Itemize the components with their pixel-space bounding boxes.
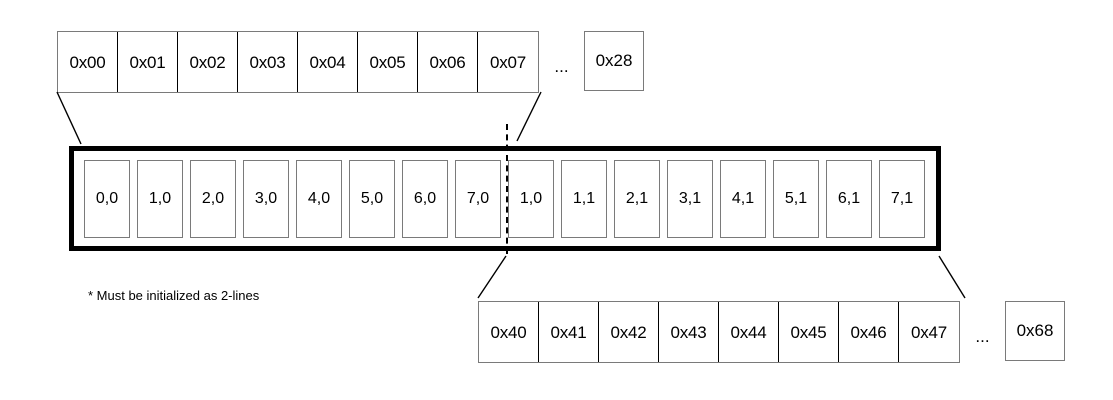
- word-cell: 1,1: [561, 159, 607, 238]
- address-cell: 0x05: [358, 32, 418, 92]
- address-cell: 0x46: [839, 302, 899, 362]
- word-cell: 0,0: [84, 159, 130, 238]
- word-cell: 7,0: [455, 159, 501, 238]
- word-cell: 2,1: [614, 159, 660, 238]
- bottom-address-strip: 0x40 0x41 0x42 0x43 0x44 0x45 0x46 0x47 …: [478, 301, 1065, 363]
- footnote-text: * Must be initialized as 2-lines: [88, 288, 260, 303]
- line-split-dashed-marker: [506, 124, 508, 254]
- word-cell: 5,1: [773, 159, 819, 238]
- address-ellipsis: ...: [554, 57, 569, 76]
- word-cell: 2,0: [190, 159, 236, 238]
- word-cell: 1,0: [137, 159, 183, 238]
- bottom-address-group: 0x40 0x41 0x42 0x43 0x44 0x45 0x46 0x47: [478, 301, 960, 363]
- word-cell: 4,0: [296, 159, 342, 238]
- address-cell: 0x00: [58, 32, 118, 92]
- word-cell: 3,1: [667, 159, 713, 238]
- top-address-group: 0x00 0x01 0x02 0x03 0x04 0x05 0x06 0x07: [57, 31, 539, 93]
- address-cell: 0x07: [478, 32, 538, 92]
- word-cell: 6,1: [826, 159, 872, 238]
- word-cell: 5,0: [349, 159, 395, 238]
- cache-line-cells: 0,0 1,0 2,0 3,0 4,0 5,0 6,0 7,0 1,0 1,1 …: [74, 151, 936, 246]
- address-cell: 0x41: [539, 302, 599, 362]
- top-address-strip: 0x00 0x01 0x02 0x03 0x04 0x05 0x06 0x07 …: [57, 31, 644, 93]
- address-cell: 0x01: [118, 32, 178, 92]
- address-cell: 0x44: [719, 302, 779, 362]
- address-ellipsis: ...: [975, 327, 990, 346]
- address-cell: 0x40: [479, 302, 539, 362]
- address-cell: 0x47: [899, 302, 959, 362]
- address-cell: 0x42: [599, 302, 659, 362]
- word-cell: 3,0: [243, 159, 289, 238]
- word-cell: 4,1: [720, 159, 766, 238]
- address-cell: 0x03: [238, 32, 298, 92]
- address-cell: 0x45: [779, 302, 839, 362]
- word-cell: 7,1: [879, 159, 925, 238]
- address-cell: 0x02: [178, 32, 238, 92]
- word-cell: 1,0: [508, 159, 554, 238]
- cache-line-buffer: 0,0 1,0 2,0 3,0 4,0 5,0 6,0 7,0 1,0 1,1 …: [69, 146, 941, 251]
- address-cell: 0x43: [659, 302, 719, 362]
- address-cell: 0x04: [298, 32, 358, 92]
- word-cell: 6,0: [402, 159, 448, 238]
- address-cell-last: 0x68: [1005, 301, 1065, 361]
- address-cell: 0x06: [418, 32, 478, 92]
- address-cell-last: 0x28: [584, 31, 644, 91]
